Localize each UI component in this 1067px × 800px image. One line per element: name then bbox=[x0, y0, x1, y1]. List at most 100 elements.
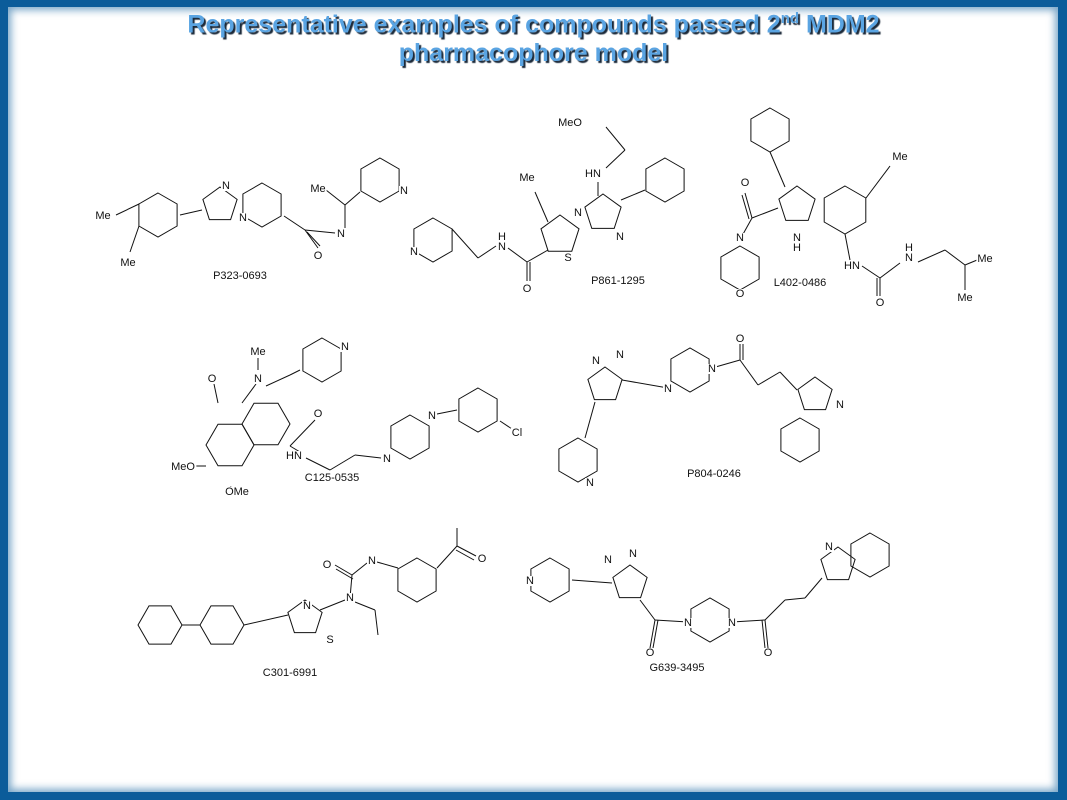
label-backing bbox=[336, 229, 347, 239]
compound-id-label: C301-6991 bbox=[263, 667, 317, 679]
label-backing bbox=[510, 428, 524, 438]
label-backing bbox=[843, 261, 861, 271]
ring bbox=[360, 157, 400, 203]
bond bbox=[304, 229, 336, 234]
bond bbox=[477, 245, 497, 259]
atom-label: O bbox=[736, 333, 745, 345]
bond bbox=[605, 126, 626, 151]
compound-id-label: P323-0693 bbox=[213, 270, 267, 282]
bond bbox=[584, 401, 596, 439]
bond bbox=[351, 562, 368, 576]
ring bbox=[778, 185, 816, 221]
label-backing bbox=[563, 253, 573, 263]
atom-label: HN bbox=[585, 168, 601, 180]
bond bbox=[879, 262, 901, 279]
ring bbox=[720, 245, 760, 291]
bond bbox=[289, 369, 301, 376]
label-backing bbox=[584, 169, 602, 179]
ring bbox=[558, 437, 598, 483]
bond bbox=[213, 383, 219, 404]
bond bbox=[804, 577, 823, 599]
label-backing bbox=[325, 635, 335, 645]
label-backing bbox=[891, 152, 909, 162]
label-backing bbox=[792, 243, 803, 253]
atom-label: HN bbox=[844, 260, 860, 272]
title-text-end: MDM2 bbox=[799, 10, 880, 39]
ring bbox=[137, 605, 183, 645]
compound-id-label: G639-3495 bbox=[649, 662, 704, 674]
atom-label: MeO bbox=[171, 461, 195, 473]
atom-label: N bbox=[592, 355, 600, 367]
ring bbox=[390, 414, 430, 460]
atom-label: N bbox=[825, 541, 833, 553]
label-backing bbox=[224, 487, 250, 497]
bond bbox=[757, 371, 781, 386]
label-backing bbox=[345, 593, 356, 603]
bond bbox=[456, 545, 477, 557]
atom-label: O bbox=[741, 177, 750, 189]
label-backing bbox=[309, 184, 327, 194]
bond bbox=[764, 619, 769, 649]
compound-id-label: P861-1295 bbox=[591, 275, 645, 287]
label-backing bbox=[302, 601, 313, 611]
label-backing bbox=[367, 556, 378, 566]
bond bbox=[784, 597, 806, 601]
label-backing bbox=[585, 478, 596, 488]
atom-label: OMe bbox=[225, 486, 249, 498]
label-backing bbox=[476, 554, 488, 564]
label-backing bbox=[874, 298, 886, 308]
label-backing bbox=[591, 356, 602, 366]
atom-label: N bbox=[728, 617, 736, 629]
ring bbox=[205, 423, 255, 467]
atom-label: N bbox=[368, 555, 376, 567]
ring bbox=[850, 532, 890, 578]
ring bbox=[530, 557, 570, 603]
atom-label: N bbox=[239, 212, 247, 224]
bond bbox=[649, 619, 656, 649]
label-backing bbox=[644, 648, 656, 658]
atom-label: N bbox=[664, 383, 672, 395]
atom-label: Me bbox=[957, 292, 972, 304]
atom-label: N bbox=[793, 232, 801, 244]
bond bbox=[844, 233, 851, 261]
label-backing bbox=[497, 242, 508, 252]
atom-label: O bbox=[314, 408, 323, 420]
label-backing bbox=[739, 178, 751, 188]
label-backing bbox=[399, 186, 410, 196]
label-backing bbox=[557, 118, 584, 128]
label-backing bbox=[976, 254, 994, 264]
label-backing bbox=[312, 409, 324, 419]
atom-label: N bbox=[736, 232, 744, 244]
atom-label: N bbox=[383, 453, 391, 465]
bond bbox=[451, 228, 479, 259]
atom-label: N bbox=[400, 185, 408, 197]
atom-label: MeO bbox=[558, 117, 582, 129]
label-backing bbox=[762, 648, 774, 658]
bond bbox=[865, 165, 891, 199]
ring bbox=[241, 402, 291, 446]
ring bbox=[202, 186, 238, 221]
bond bbox=[526, 249, 549, 263]
bond bbox=[335, 568, 354, 580]
bond bbox=[129, 225, 140, 253]
ring bbox=[302, 337, 342, 383]
label-backing bbox=[615, 232, 626, 242]
bond bbox=[605, 149, 626, 169]
label-backing bbox=[683, 618, 694, 628]
atom-label: N bbox=[684, 617, 692, 629]
title-line-2: pharmacophore model bbox=[398, 39, 669, 68]
bond bbox=[507, 247, 528, 263]
label-backing bbox=[525, 576, 536, 586]
bond bbox=[731, 619, 766, 623]
atom-label: N bbox=[836, 399, 844, 411]
ring bbox=[458, 387, 498, 433]
ring bbox=[645, 157, 685, 203]
atom-label: N bbox=[629, 548, 637, 560]
atom-label: H bbox=[905, 242, 913, 254]
label-backing bbox=[94, 211, 112, 221]
bond bbox=[319, 599, 346, 611]
slide-frame bbox=[8, 7, 1058, 792]
